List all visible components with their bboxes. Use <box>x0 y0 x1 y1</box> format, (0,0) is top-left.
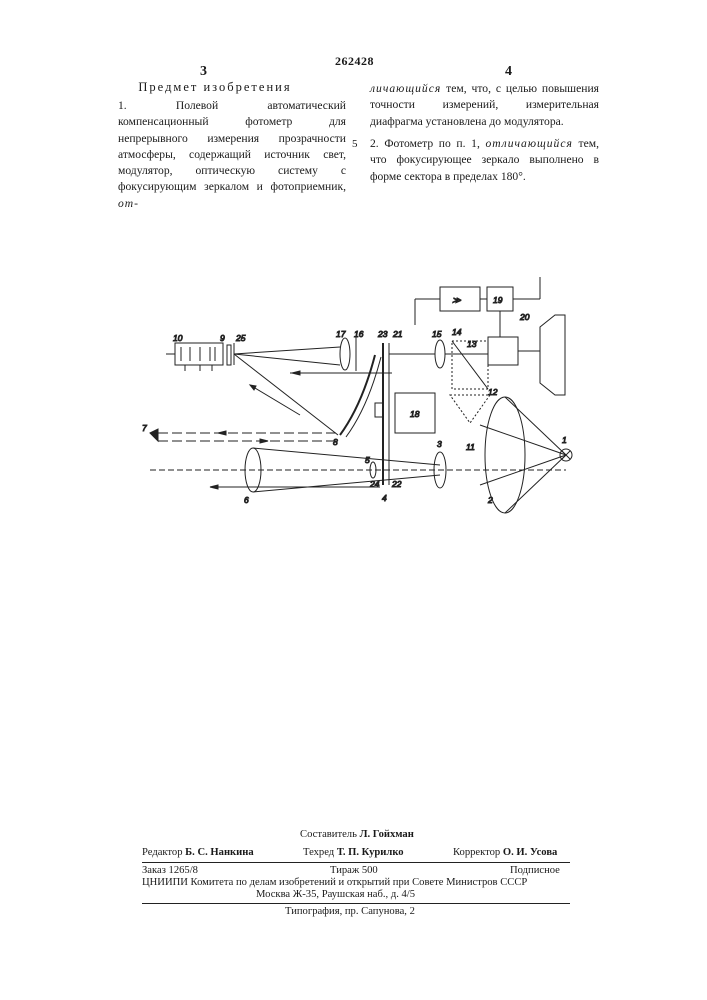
label-8: 8 <box>333 437 338 447</box>
label-5: 5 <box>365 455 370 465</box>
section-title: Предмет изобретения <box>120 80 310 95</box>
footer-rule-bottom <box>142 903 570 904</box>
label-10: 10 <box>173 333 183 343</box>
label-1: 1 <box>562 435 567 445</box>
label-3: 3 <box>437 439 442 449</box>
patent-number: 262428 <box>335 54 374 69</box>
editor-name: Б. С. Нанкина <box>185 847 254 858</box>
claim-1-italic-end: личающийся <box>370 82 441 95</box>
composer-line: Составитель Л. Гойхман <box>300 829 414 840</box>
claim-2-start: 2. Фотометр по п. 1, <box>370 137 480 150</box>
institute: ЦНИИПИ Комитета по делам изобретений и о… <box>142 877 572 888</box>
label-25: 25 <box>235 333 246 343</box>
lens-15 <box>435 340 445 368</box>
label-21: 21 <box>392 329 403 339</box>
lens-17 <box>340 338 350 370</box>
label-12: 12 <box>488 387 498 397</box>
footer-rule-top <box>142 862 570 863</box>
claim-1-text: 1. Полевой автоматический компенсационны… <box>118 99 346 193</box>
order-number: Заказ 1265/8 <box>142 865 198 876</box>
label-11: 11 <box>466 442 475 452</box>
claim-1-left: 1. Полевой автоматический компенсационны… <box>118 98 346 212</box>
mirror-8 <box>340 355 375 435</box>
address: Москва Ж-35, Раушская наб., д. 4/5 <box>256 889 415 900</box>
corrector-line: Корректор О. И. Усова <box>453 847 557 858</box>
circulation: Тираж 500 <box>330 865 378 876</box>
label-17: 17 <box>336 329 346 339</box>
claim-2: 2. Фотометр по п. 1, отличающийся тем, ч… <box>370 136 599 185</box>
editor-label: Редактор <box>142 847 183 858</box>
label-20: 20 <box>519 312 530 322</box>
composer-label: Составитель <box>300 829 357 840</box>
label-23: 23 <box>377 329 388 339</box>
label-22: 22 <box>391 479 402 489</box>
source-10 <box>175 343 223 365</box>
label-15: 15 <box>432 329 442 339</box>
block-13 <box>488 337 518 365</box>
label-7: 7 <box>142 423 147 433</box>
diaphragm-9 <box>227 345 231 365</box>
label-2: 2 <box>487 495 493 505</box>
reflector-7 <box>150 429 158 441</box>
label-6: 6 <box>244 495 249 505</box>
optical-diagram: ≫ 19 20 10 9 25 17 16 23 21 22 24 4 8 <box>0 265 707 515</box>
line-marker: 5 <box>352 138 358 150</box>
corrector-name: О. И. Усова <box>503 847 557 858</box>
column-number-right: 4 <box>505 64 512 80</box>
techred-label: Техред <box>303 847 334 858</box>
techred-line: Техред Т. П. Курилко <box>303 847 404 858</box>
printing-house: Типография, пр. Сапунова, 2 <box>285 906 415 917</box>
claim-1-italic-start: от- <box>118 197 139 210</box>
corrector-label: Корректор <box>453 847 500 858</box>
column-number-left: 3 <box>200 64 207 80</box>
prism-12 <box>450 395 490 423</box>
subscription: Подписное <box>510 865 560 876</box>
motor-20 <box>540 315 565 395</box>
label-16: 16 <box>354 329 364 339</box>
label-19: 19 <box>493 295 503 305</box>
editor-line: Редактор Б. С. Нанкина <box>142 847 254 858</box>
claim-2-italic: отличающийся <box>485 137 572 150</box>
label-4: 4 <box>382 493 387 503</box>
label-14: 14 <box>452 327 462 337</box>
claim-1-right: личающийся тем, что, с целью повышения т… <box>370 81 599 130</box>
composer-name: Л. Гойхман <box>360 829 414 840</box>
amplifier-symbol: ≫ <box>452 295 462 305</box>
label-18: 18 <box>410 409 420 419</box>
techred-name: Т. П. Курилко <box>337 847 404 858</box>
label-9: 9 <box>220 333 225 343</box>
